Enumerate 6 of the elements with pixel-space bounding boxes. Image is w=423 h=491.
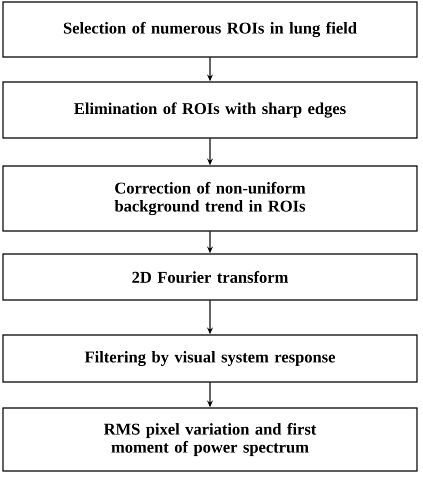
process-box: Elimination of ROIs with sharp edges bbox=[2, 81, 418, 139]
process-box: 2D Fourier transform bbox=[2, 253, 418, 301]
process-box: Filtering by visual system response bbox=[2, 334, 418, 383]
process-box: Selection of numerous ROIs in lung field bbox=[2, 1, 418, 58]
process-box: RMS pixel variation and first moment of power spectrum bbox=[2, 407, 418, 472]
process-box: Correction of non-uniform background trend in ROIs bbox=[2, 165, 418, 232]
